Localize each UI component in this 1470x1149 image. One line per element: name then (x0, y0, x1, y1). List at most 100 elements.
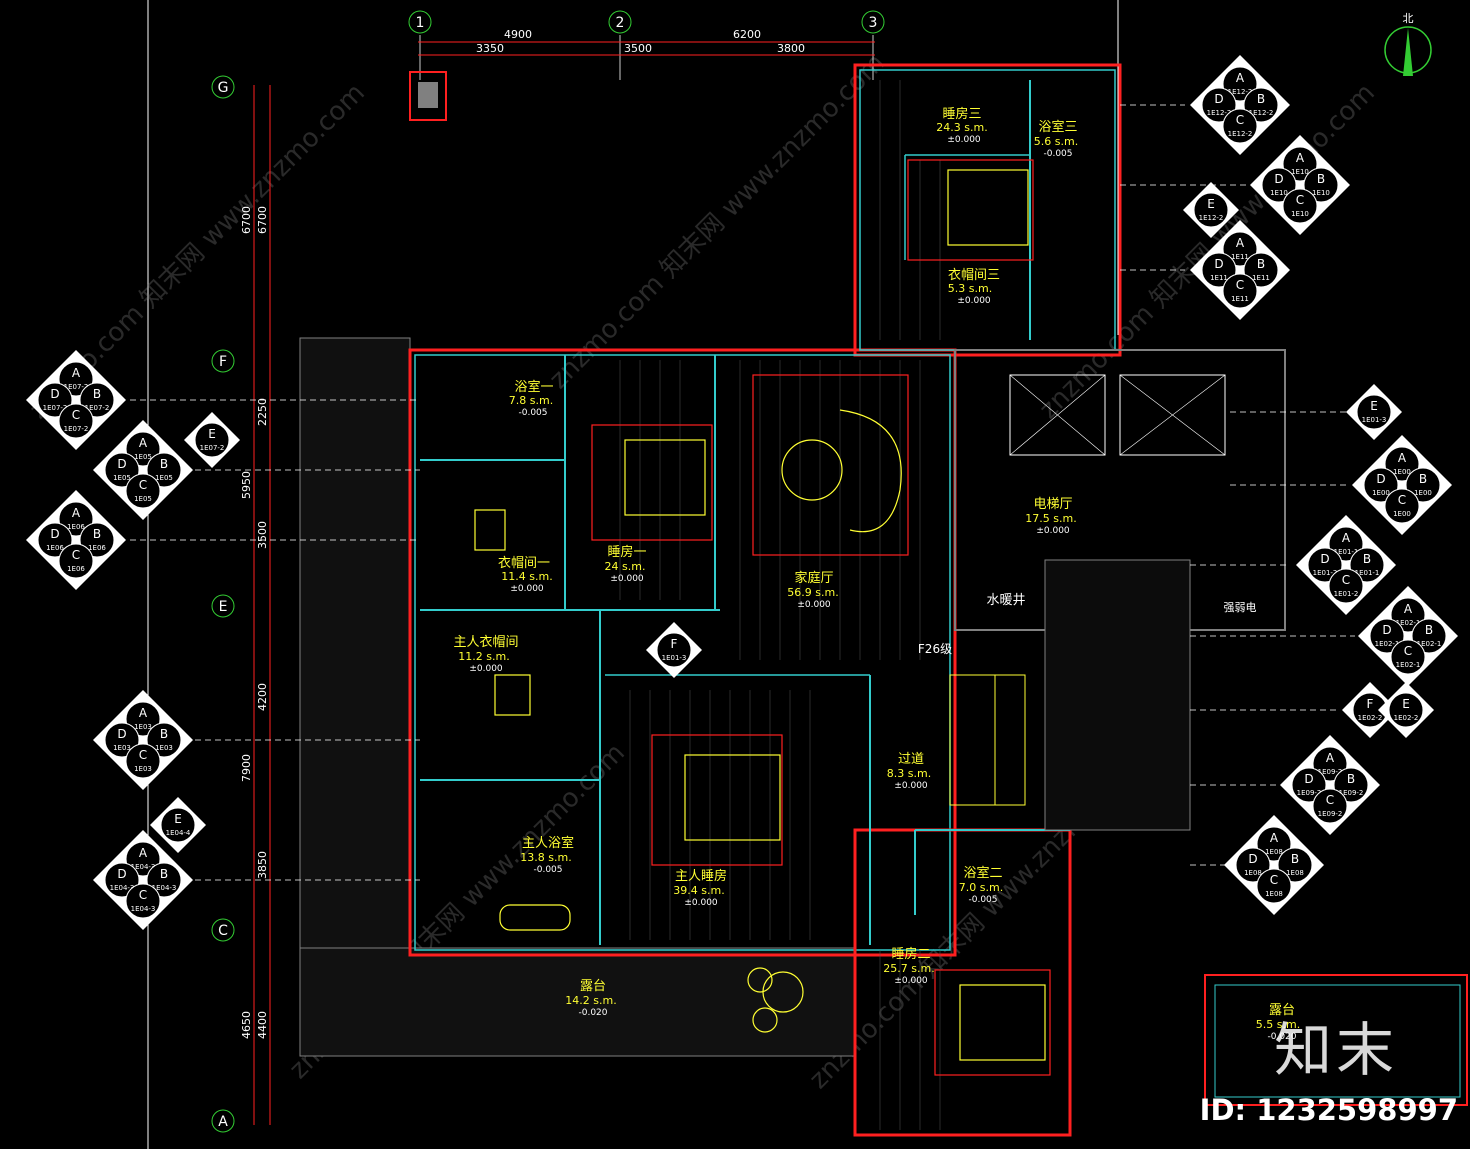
elevation-tag-code: 1E02-1 (1417, 640, 1442, 648)
elevation-tag-letter: A (1404, 602, 1413, 616)
svg-text:-0.005: -0.005 (518, 408, 547, 418)
elevation-tag-letter: D (1214, 92, 1223, 106)
svg-text:17.5 s.m.: 17.5 s.m. (1025, 512, 1076, 525)
svg-text:5.6 s.m.: 5.6 s.m. (1034, 135, 1078, 148)
dim-left-3500: 3500 (256, 521, 269, 549)
grid-column-1 (408, 10, 432, 34)
svg-text:±0.000: ±0.000 (469, 664, 503, 674)
elevation-tag-code: 1E03 (155, 744, 173, 752)
bed-master (684, 754, 781, 841)
elevation-tag-letter: C (72, 548, 80, 562)
elevation-tag-letter: D (1382, 623, 1391, 637)
svg-text:主人衣帽间: 主人衣帽间 (453, 634, 518, 650)
north-arrow: 北 (1384, 12, 1432, 76)
elevation-tag-letter: B (1291, 852, 1299, 866)
room-master-bedroom: 主人睡房 39.4 s.m. ±0.000 (673, 868, 727, 908)
island (494, 674, 531, 716)
svg-text:睡房一: 睡房一 (607, 544, 646, 560)
elevation-tag-code: 1E11 (1231, 295, 1249, 303)
sofa-curve (839, 409, 902, 533)
elevation-tag-code: 1E02-1 (1396, 661, 1421, 669)
svg-text:±0.000: ±0.000 (957, 296, 991, 306)
elevation-tag-code: 1E10 (1291, 210, 1309, 218)
elevation-tag-code: 1E00 (1414, 489, 1432, 497)
svg-text:±0.000: ±0.000 (610, 574, 644, 584)
elevation-tag-code: 1E09-2 (1318, 768, 1343, 776)
svg-text:5.5 s.m.: 5.5 s.m. (1256, 1018, 1300, 1031)
elevation-tag-letter: B (1363, 552, 1371, 566)
grid-row-label-E: E (219, 599, 228, 615)
elevation-tag-letter: C (139, 748, 147, 762)
svg-text:±0.000: ±0.000 (797, 600, 831, 610)
elevation-tag-code: 1E05 (113, 474, 131, 482)
room-plumbing-shaft: 水暖井 (986, 593, 1025, 608)
elevation-tag-letter: B (93, 387, 101, 401)
elevation-tag-code: 1E10 (1312, 189, 1330, 197)
elevation-tag-letter: C (1398, 493, 1406, 507)
svg-text:8.3 s.m.: 8.3 s.m. (887, 767, 931, 780)
dim-left-4200: 4200 (256, 683, 269, 711)
svg-text:-0.020: -0.020 (578, 1008, 607, 1018)
elevation-tag-code: 1E08 (1265, 890, 1283, 898)
svg-text:-0.020: -0.020 (1267, 1032, 1296, 1042)
elevation-tag-code: 1E11 (1252, 274, 1270, 282)
elevation-tag-letter: A (1236, 236, 1245, 250)
svg-text:±0.000: ±0.000 (684, 898, 718, 908)
room-master-bath: 主人浴室 13.8 s.m. -0.005 (520, 835, 574, 875)
grid-column-label-3: 3 (869, 15, 878, 31)
elevation-tag-letter: D (1214, 257, 1223, 271)
svg-text:39.4 s.m.: 39.4 s.m. (673, 884, 724, 897)
elevation-tag-letter: D (1320, 552, 1329, 566)
elevation-tag-code: 1E07-2 (85, 404, 110, 412)
furniture (474, 159, 1051, 1076)
bed-room2 (959, 984, 1046, 1061)
elevation-tag-code: 1E06 (67, 565, 85, 573)
elevation-tag-code: 1E10 (1291, 168, 1309, 176)
elevation-tag-code: 1E06 (46, 544, 64, 552)
single-elevation-tags: E1E12-2E1E07-2E1E01-3F1E01-3F1E02-2E1E02… (150, 182, 1434, 853)
single-tag-code: 1E02-2 (1394, 714, 1419, 722)
svg-text:-0.005: -0.005 (533, 865, 562, 875)
elevation-tag-letter: C (1296, 193, 1304, 207)
dim-left-7900: 7900 (240, 754, 253, 782)
svg-text:±0.000: ±0.000 (510, 584, 544, 594)
elevation-tag-code: 1E12-2 (1207, 109, 1232, 117)
bathtub (499, 904, 571, 931)
svg-text:主人睡房: 主人睡房 (675, 868, 727, 884)
svg-text:24.3 s.m.: 24.3 s.m. (936, 121, 987, 134)
dim-left-4400: 4400 (256, 1011, 269, 1039)
watermark-id: ID: 1232598997 (1199, 1093, 1458, 1127)
frame-lines (147, 0, 1119, 1149)
svg-text:5.3 s.m.: 5.3 s.m. (948, 282, 992, 295)
dim-left-2250: 2250 (256, 398, 269, 426)
elevation-tag-code: 1E04-3 (131, 905, 156, 913)
dim-top-3800: 3800 (777, 42, 805, 55)
elevation-tag-letter: B (160, 457, 168, 471)
walls (299, 63, 1468, 1137)
room-terrace-small: 露台 5.5 s.m. -0.020 (1256, 1003, 1300, 1042)
elevation-tag-letter: B (1257, 92, 1265, 106)
elevation-tag-letter: A (139, 846, 148, 860)
single-tag-code: 1E07-2 (200, 444, 225, 452)
elevation-tag-letter: A (1296, 151, 1305, 165)
svg-text:睡房三: 睡房三 (942, 106, 981, 122)
bed-room3 (947, 169, 1029, 246)
elevation-tag-code: 1E02-1 (1375, 640, 1400, 648)
coffee-table (781, 439, 843, 501)
svg-text:强弱电: 强弱电 (1224, 601, 1257, 614)
tag-leaders (130, 104, 1355, 881)
dim-top-3350: 3350 (476, 42, 504, 55)
svg-text:-0.005: -0.005 (968, 895, 997, 905)
elevation-tag-letter: B (1347, 772, 1355, 786)
elevation-tag-code: 1E01-2 (1334, 590, 1359, 598)
elevation-tag-code: 1E08 (1265, 848, 1283, 856)
svg-text:11.4 s.m.: 11.4 s.m. (501, 570, 552, 583)
elevation-tag-code: 1E11 (1210, 274, 1228, 282)
dim-left-5950: 5950 (240, 471, 253, 499)
